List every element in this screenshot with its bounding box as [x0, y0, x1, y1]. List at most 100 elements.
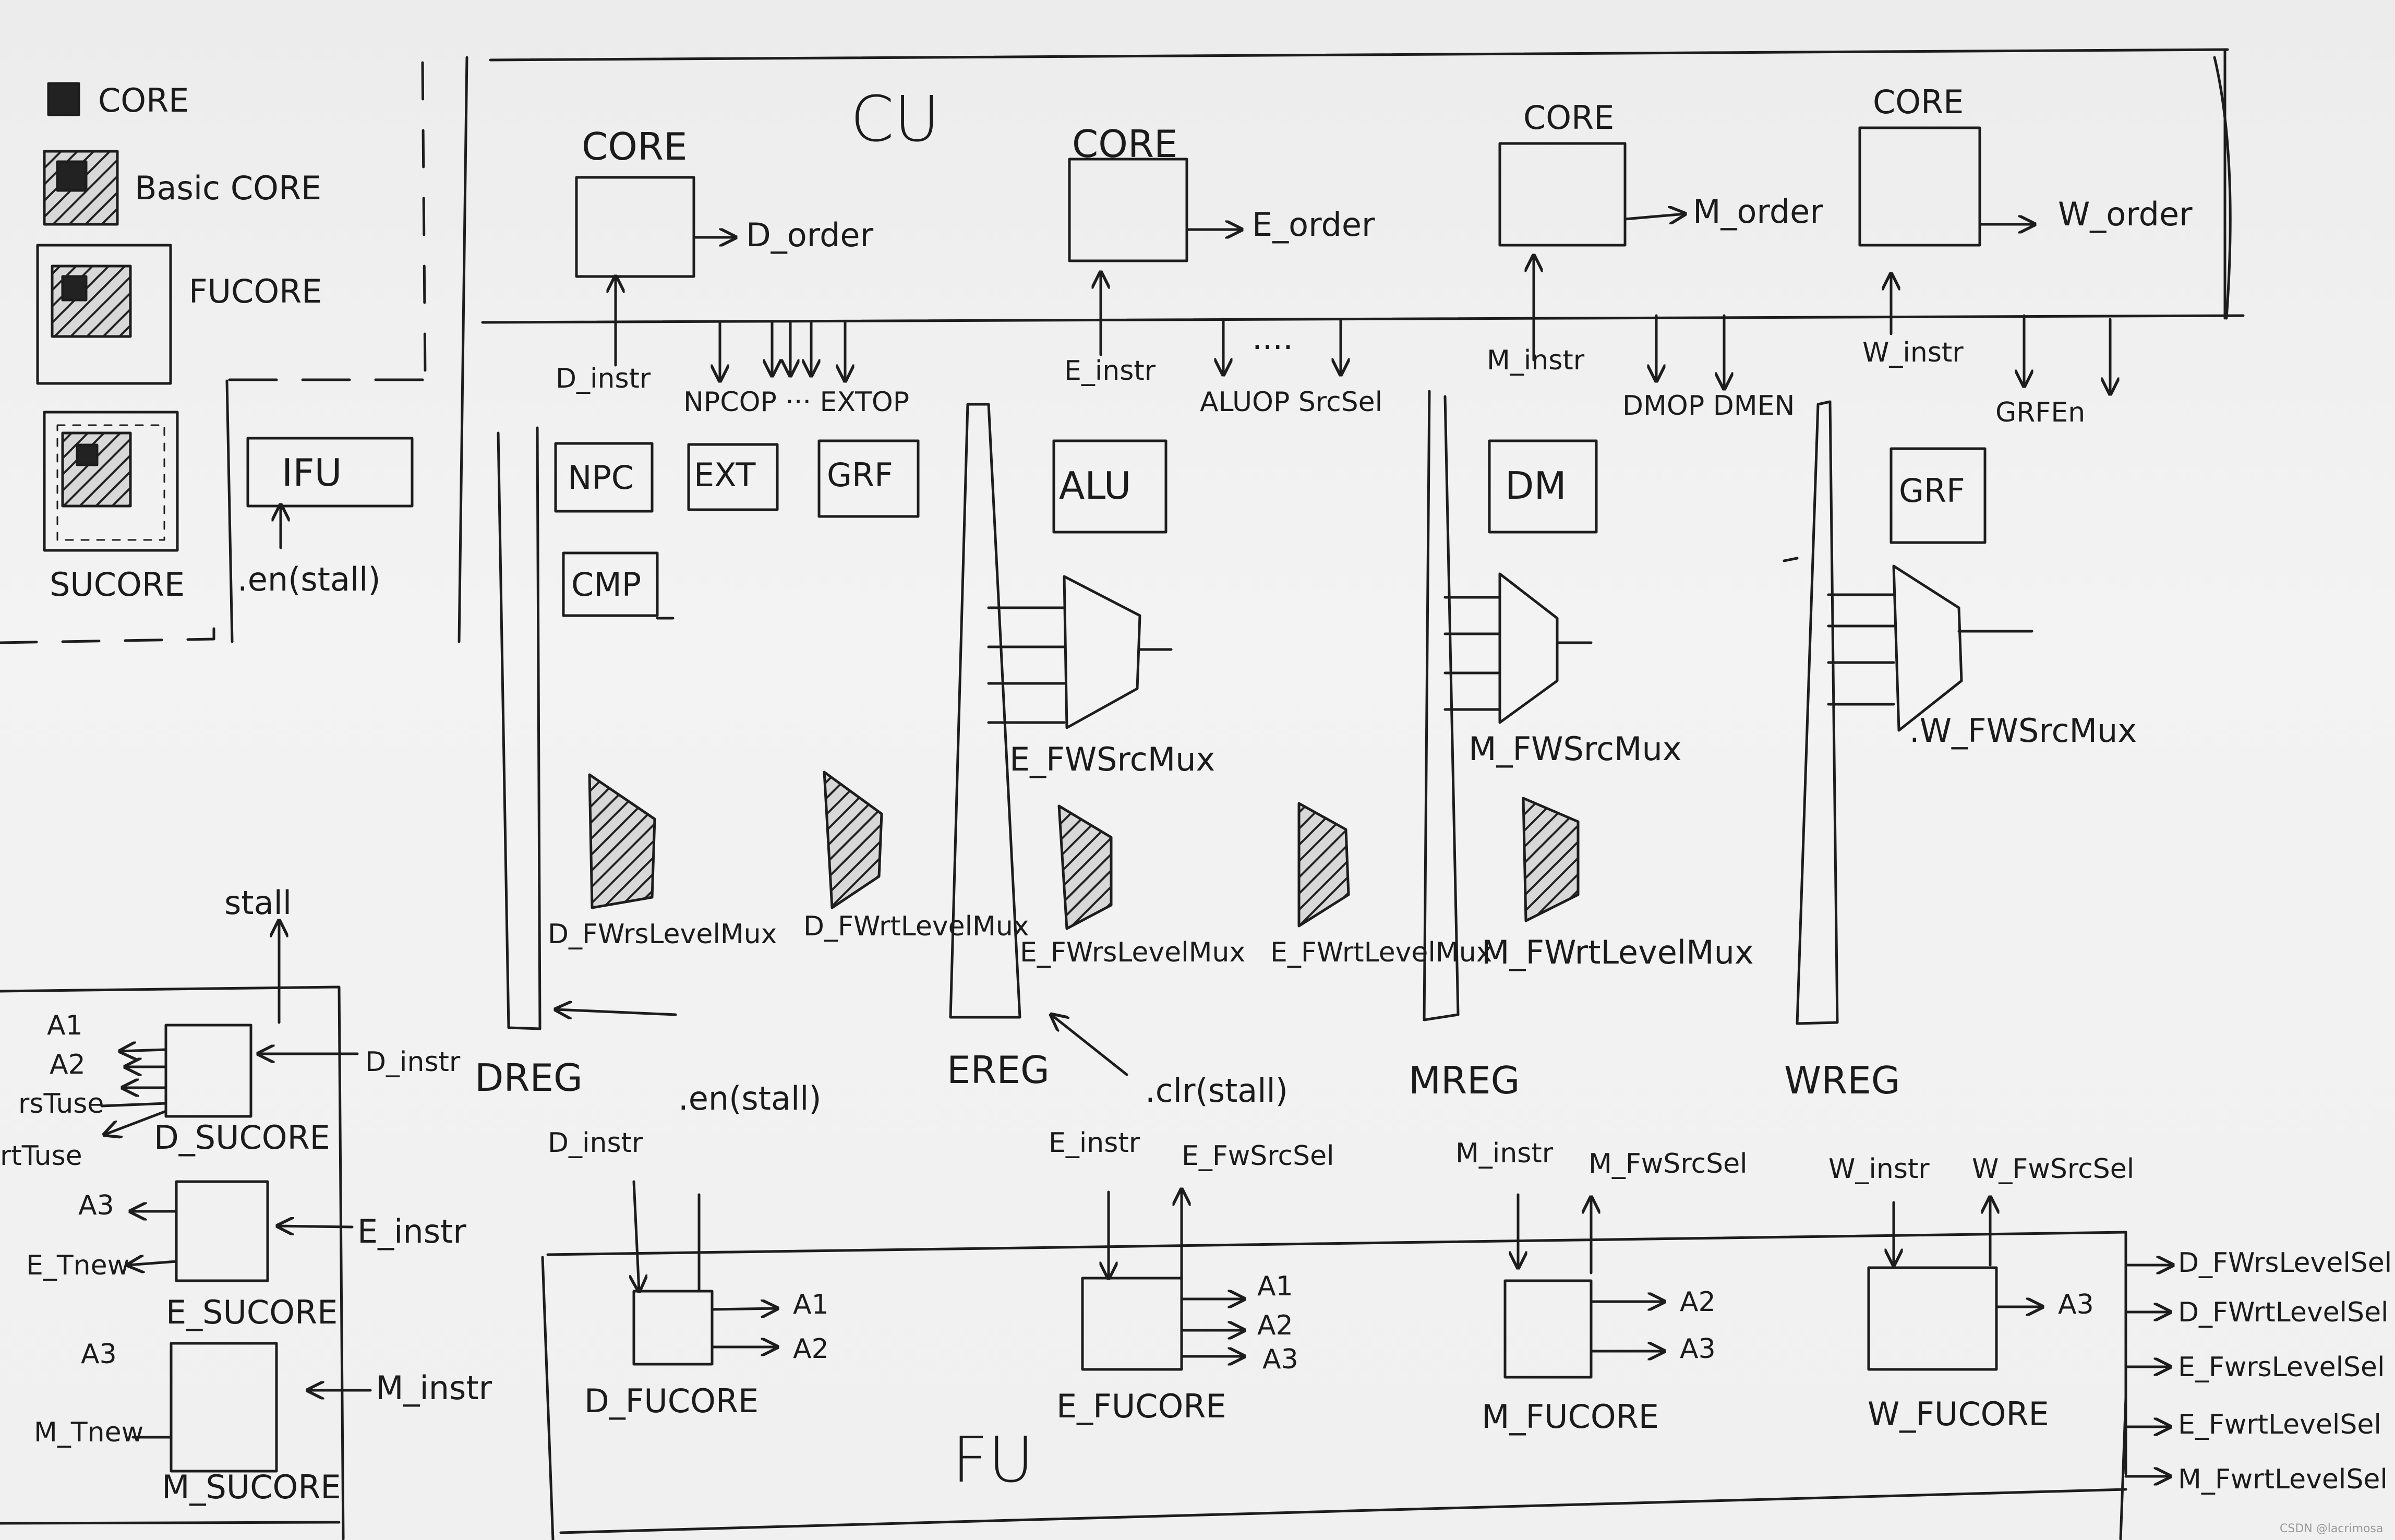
cu-core-e	[1068, 158, 1188, 262]
ereg-bar	[949, 403, 1021, 1019]
credit-watermark: CSDN @lacrimosa	[2280, 1522, 2384, 1535]
e-fwrs-levelmux-shape	[1057, 804, 1113, 930]
ifu-label: IFU	[282, 451, 342, 495]
w-grf-label: GRF	[1899, 472, 1965, 510]
cmp-box	[562, 551, 659, 617]
fu-out-d-fwrs: D_FWrsLevelSel	[2178, 1247, 2392, 1279]
m-fucore-box	[1503, 1279, 1593, 1379]
legend-basic-core-label: Basic CORE	[135, 169, 322, 207]
fu-title: FU	[952, 1424, 1034, 1497]
legend	[0, 61, 427, 644]
legend-sucore-label: SUCORE	[50, 566, 185, 604]
fu-d-instr-label: D_instr	[548, 1127, 643, 1159]
cu-core-w-label: CORE	[1873, 83, 1964, 121]
su-rttuse-label: rtTuse	[0, 1140, 82, 1172]
fu-m-out-a2: A2	[1680, 1286, 1716, 1318]
e-fwrt-levelmux-shape	[1297, 802, 1350, 928]
su-rstuse-label: rsTuse	[18, 1088, 104, 1120]
dreg-label: DREG	[475, 1056, 583, 1100]
fu-e-out-a1: A1	[1257, 1271, 1293, 1302]
su-m-instr-label: M_instr	[376, 1369, 492, 1407]
cu-d-order-label: D_order	[746, 216, 874, 254]
fu-d-out-a2: A2	[793, 1333, 829, 1365]
ifu-block	[225, 378, 440, 643]
d-fucore-label: D_FUCORE	[584, 1382, 759, 1420]
fu-out-m-fwrt: M_FwrtLevelSel	[2178, 1464, 2388, 1495]
legend-core-swatch	[47, 82, 80, 116]
legend-sucore-swatch	[43, 411, 179, 552]
npc-label: NPC	[568, 459, 634, 497]
d-fwrs-levelmux-label: D_FWrsLevelMux	[548, 919, 777, 950]
cu-frame	[458, 48, 2245, 643]
d-stage-units	[554, 439, 920, 620]
cu-m-signals: DMOP DMEN	[1622, 390, 1795, 422]
mreg-label: MREG	[1409, 1058, 1520, 1102]
fu-m-out-a3: A3	[1680, 1333, 1716, 1365]
cu-w-signals: GRFEn	[1995, 397, 2086, 428]
m-fwsrcmux-shape	[1498, 572, 1559, 724]
alu-label: ALU	[1059, 464, 1132, 508]
grf-label: GRF	[827, 456, 893, 494]
e-sucore-box	[175, 1180, 269, 1282]
cu-core-m	[1498, 142, 1627, 247]
wreg-label: WREG	[1784, 1058, 1900, 1102]
cu-m-order-label: M_order	[1693, 192, 1823, 231]
fu-w-instr-label: W_instr	[1828, 1153, 1930, 1185]
m-stage-units	[1443, 439, 1598, 724]
m-sucore-box	[170, 1342, 278, 1473]
w-fucore-label: W_FUCORE	[1868, 1395, 2049, 1433]
alu-box	[1052, 439, 1168, 534]
fu-w-fwsrcsel-label: W_FwSrcSel	[1972, 1153, 2135, 1185]
d-sucore-box	[164, 1024, 252, 1118]
e-stage-units	[987, 439, 1173, 729]
legend-fucore-label: FUCORE	[189, 272, 322, 310]
su-stall-label: stall	[224, 884, 292, 922]
e-fwsrcmux-shape	[1063, 575, 1141, 729]
su-e-a3-label: A3	[78, 1190, 114, 1221]
fu-d-out-a1: A1	[793, 1289, 829, 1320]
fu-e-out-a3: A3	[1262, 1344, 1298, 1375]
su-a2-label: A2	[50, 1049, 86, 1080]
level-muxes	[588, 771, 1580, 930]
cu-core-w	[1858, 126, 1981, 247]
wreg-bar	[1796, 400, 1839, 1025]
m-fucore-label: M_FUCORE	[1482, 1398, 1659, 1436]
fu-out-e-fwrt: E_FwrtLevelSel	[2178, 1409, 2381, 1440]
fu-out-d-fwrt: D_FWrtLevelSel	[2178, 1297, 2389, 1328]
cu-core-d-label: CORE	[582, 125, 688, 169]
w-fwsrcmux-label: .W_FWSrcMux	[1909, 712, 2137, 750]
cu-core-d	[575, 176, 695, 278]
e-fwrs-levelmux-label: E_FWrsLevelMux	[1020, 937, 1246, 968]
grf-box	[817, 439, 920, 518]
ext-label: EXT	[694, 456, 756, 494]
cu-e-dots: ····	[1252, 328, 1293, 366]
e-fucore-label: E_FUCORE	[1056, 1387, 1226, 1425]
dreg-bar	[497, 426, 541, 1030]
w-fwsrcmux-shape	[1892, 564, 1963, 732]
su-m-tnew-label: M_Tnew	[34, 1417, 144, 1448]
m-sucore-label: M_SUCORE	[162, 1468, 341, 1506]
cu-cores	[575, 126, 2035, 367]
su-e-instr-label: E_instr	[357, 1212, 466, 1250]
ereg-label: EREG	[947, 1048, 1050, 1092]
su-d-instr-label: D_instr	[365, 1046, 461, 1078]
su-a1-label: A1	[47, 1010, 83, 1041]
fu-e-out-a2: A2	[1257, 1310, 1293, 1341]
fu-e-fwsrcsel-label: E_FwSrcSel	[1182, 1140, 1334, 1172]
dm-box	[1488, 439, 1598, 534]
su-frame	[0, 921, 372, 1540]
cu-m-instr-label: M_instr	[1487, 345, 1585, 376]
w-grf-box	[1889, 447, 1987, 544]
d-fucore-box	[632, 1290, 714, 1366]
cu-title: CU	[850, 83, 940, 156]
d-fwrs-levelmux-shape	[588, 773, 656, 909]
w-stage-units	[1783, 447, 2033, 732]
dm-label: DM	[1505, 464, 1567, 508]
legend-fucore-swatch	[36, 244, 172, 385]
fu-w-out-a3: A3	[2058, 1289, 2094, 1320]
cu-e-signals: ALUOP SrcSel	[1200, 387, 1383, 418]
su-e-tnew-label: E_Tnew	[26, 1250, 130, 1281]
w-fucore-box	[1867, 1266, 1998, 1371]
cu-e-order-label: E_order	[1252, 206, 1375, 244]
cu-e-instr-label: E_instr	[1064, 355, 1156, 387]
